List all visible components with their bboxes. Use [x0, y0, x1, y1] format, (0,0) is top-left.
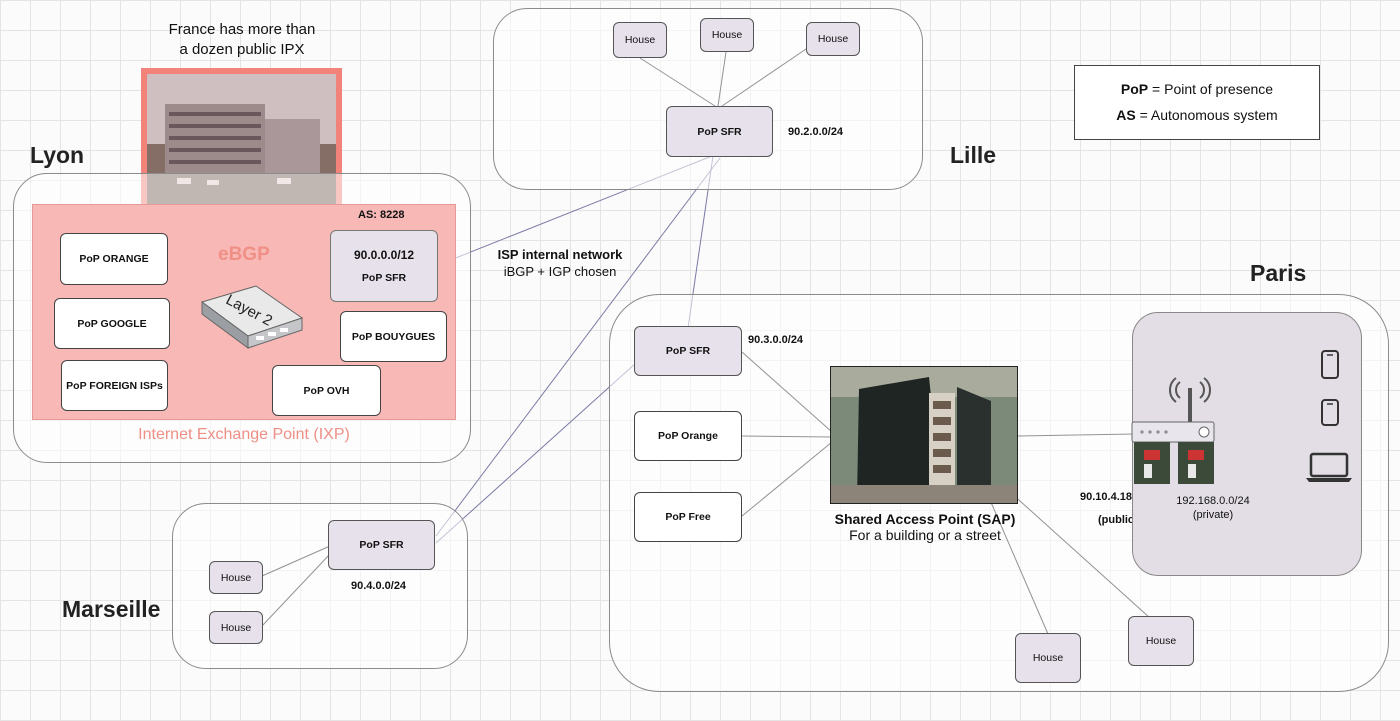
pop-sfr-lille[interactable]: PoP SFR: [666, 106, 773, 157]
ixp-label: Internet Exchange Point (IXP): [138, 426, 350, 443]
private-net: 192.168.0.0/24: [1176, 495, 1250, 507]
pop-foreign-isps-lyon[interactable]: PoP FOREIGN ISPs: [61, 360, 168, 411]
region-name-lille: Lille: [950, 142, 997, 168]
private-network-label: 192.168.0.0/24 (private): [1168, 494, 1258, 522]
pop-free-paris-label: PoP Free: [665, 511, 711, 523]
isp-network-subtitle: iBGP + IGP chosen: [503, 264, 617, 279]
legend-as: AS = Autonomous system: [1075, 107, 1319, 123]
photo-caption-line1: France has more than: [168, 21, 316, 38]
sap-caption: Shared Access Point (SAP) For a building…: [800, 511, 1050, 543]
pop-free-paris[interactable]: PoP Free: [634, 492, 742, 542]
pop-bouygues-lyon[interactable]: PoP BOUYGUES: [340, 311, 447, 362]
house-lille-1-label: House: [624, 34, 656, 46]
house-lille-2[interactable]: House: [700, 18, 754, 52]
sap-title: Shared Access Point (SAP): [834, 511, 1016, 527]
sap-cabinet-photo[interactable]: [830, 366, 1018, 504]
public-label: (public): [1098, 514, 1138, 526]
pop-sfr-marseille-label: PoP SFR: [359, 539, 404, 551]
isp-network-label: ISP internal network iBGP + IGP chosen: [480, 246, 640, 280]
pop-foreign-isps-lyon-label: PoP FOREIGN ISPs: [66, 379, 163, 392]
house-marseille-1[interactable]: House: [209, 561, 263, 594]
subnet-marseille: 90.4.0.0/24: [351, 580, 407, 592]
house-lille-3-label: House: [817, 33, 849, 45]
home-network-zone: [1132, 312, 1362, 576]
photo-caption: France has more than a dozen public IPX: [130, 20, 354, 60]
house-paris-1-label: House: [1032, 652, 1064, 664]
layer2-switch[interactable]: Layer 2: [194, 280, 306, 352]
home-router[interactable]: [1130, 374, 1216, 484]
legend-pop-text: = Point of presence: [1148, 81, 1274, 97]
pop-google-lyon-label: PoP GOOGLE: [77, 317, 147, 330]
sap-subtitle: For a building or a street: [849, 527, 1001, 543]
ebgp-label: eBGP: [218, 244, 270, 265]
legend-pop-key: PoP: [1120, 81, 1149, 97]
legend-as-key: AS: [1116, 107, 1136, 123]
house-marseille-1-label: House: [220, 571, 252, 584]
pop-orange-paris[interactable]: PoP Orange: [634, 411, 742, 461]
region-name-marseille: Marseille: [62, 596, 161, 622]
house-lille-2-label: House: [711, 29, 743, 41]
pop-sfr-marseille[interactable]: PoP SFR: [328, 520, 435, 570]
pop-orange-lyon[interactable]: PoP ORANGE: [60, 233, 168, 285]
pop-bouygues-lyon-label: PoP BOUYGUES: [351, 330, 436, 343]
region-name-lyon: Lyon: [30, 142, 85, 168]
photo-caption-line2: a dozen public IPX: [179, 41, 305, 58]
house-paris-1[interactable]: House: [1015, 633, 1081, 683]
subnet-lille: 90.2.0.0/24: [788, 126, 844, 138]
laptop-icon[interactable]: [1304, 452, 1354, 489]
pop-sfr-lyon-label: PoP SFR: [361, 272, 407, 284]
house-lille-3[interactable]: House: [806, 22, 860, 56]
pop-sfr-lyon-subnet: 90.0.0.0/12: [353, 248, 415, 262]
pop-sfr-lyon[interactable]: 90.0.0.0/12 PoP SFR: [330, 230, 438, 302]
isp-network-title: ISP internal network: [497, 247, 623, 262]
pop-ovh-lyon-label: PoP OVH: [303, 384, 350, 397]
house-lille-1[interactable]: House: [613, 22, 667, 58]
pop-sfr-lille-label: PoP SFR: [697, 125, 742, 138]
subnet-paris: 90.3.0.0/24: [748, 334, 804, 346]
legend-pop: PoP = Point of presence: [1075, 81, 1319, 97]
pop-google-lyon[interactable]: PoP GOOGLE: [54, 298, 170, 349]
as-label: AS: 8228: [358, 209, 405, 221]
pop-orange-paris-label: PoP Orange: [658, 430, 718, 442]
house-marseille-2[interactable]: House: [209, 611, 263, 644]
legend-as-text: = Autonomous system: [1135, 107, 1278, 123]
house-paris-2-label: House: [1145, 635, 1177, 647]
region-name-paris: Paris: [1250, 260, 1307, 286]
smartphone-icon[interactable]: [1320, 399, 1340, 432]
house-marseille-2-label: House: [220, 621, 252, 634]
house-paris-2[interactable]: House: [1128, 616, 1194, 666]
legend-box: PoP = Point of presence AS = Autonomous …: [1074, 65, 1320, 140]
private-label: (private): [1192, 509, 1234, 521]
layer2-switch-icon: [200, 285, 304, 349]
pop-sfr-paris-label: PoP SFR: [665, 345, 711, 357]
pop-sfr-paris[interactable]: PoP SFR: [634, 326, 742, 376]
pop-ovh-lyon[interactable]: PoP OVH: [272, 365, 381, 416]
link-marseille-lille: [435, 157, 721, 537]
pop-orange-lyon-label: PoP ORANGE: [79, 253, 149, 265]
link-marseille-paris: [435, 362, 637, 544]
smartphone-icon[interactable]: [1320, 350, 1340, 385]
router-icon: [1131, 377, 1215, 484]
